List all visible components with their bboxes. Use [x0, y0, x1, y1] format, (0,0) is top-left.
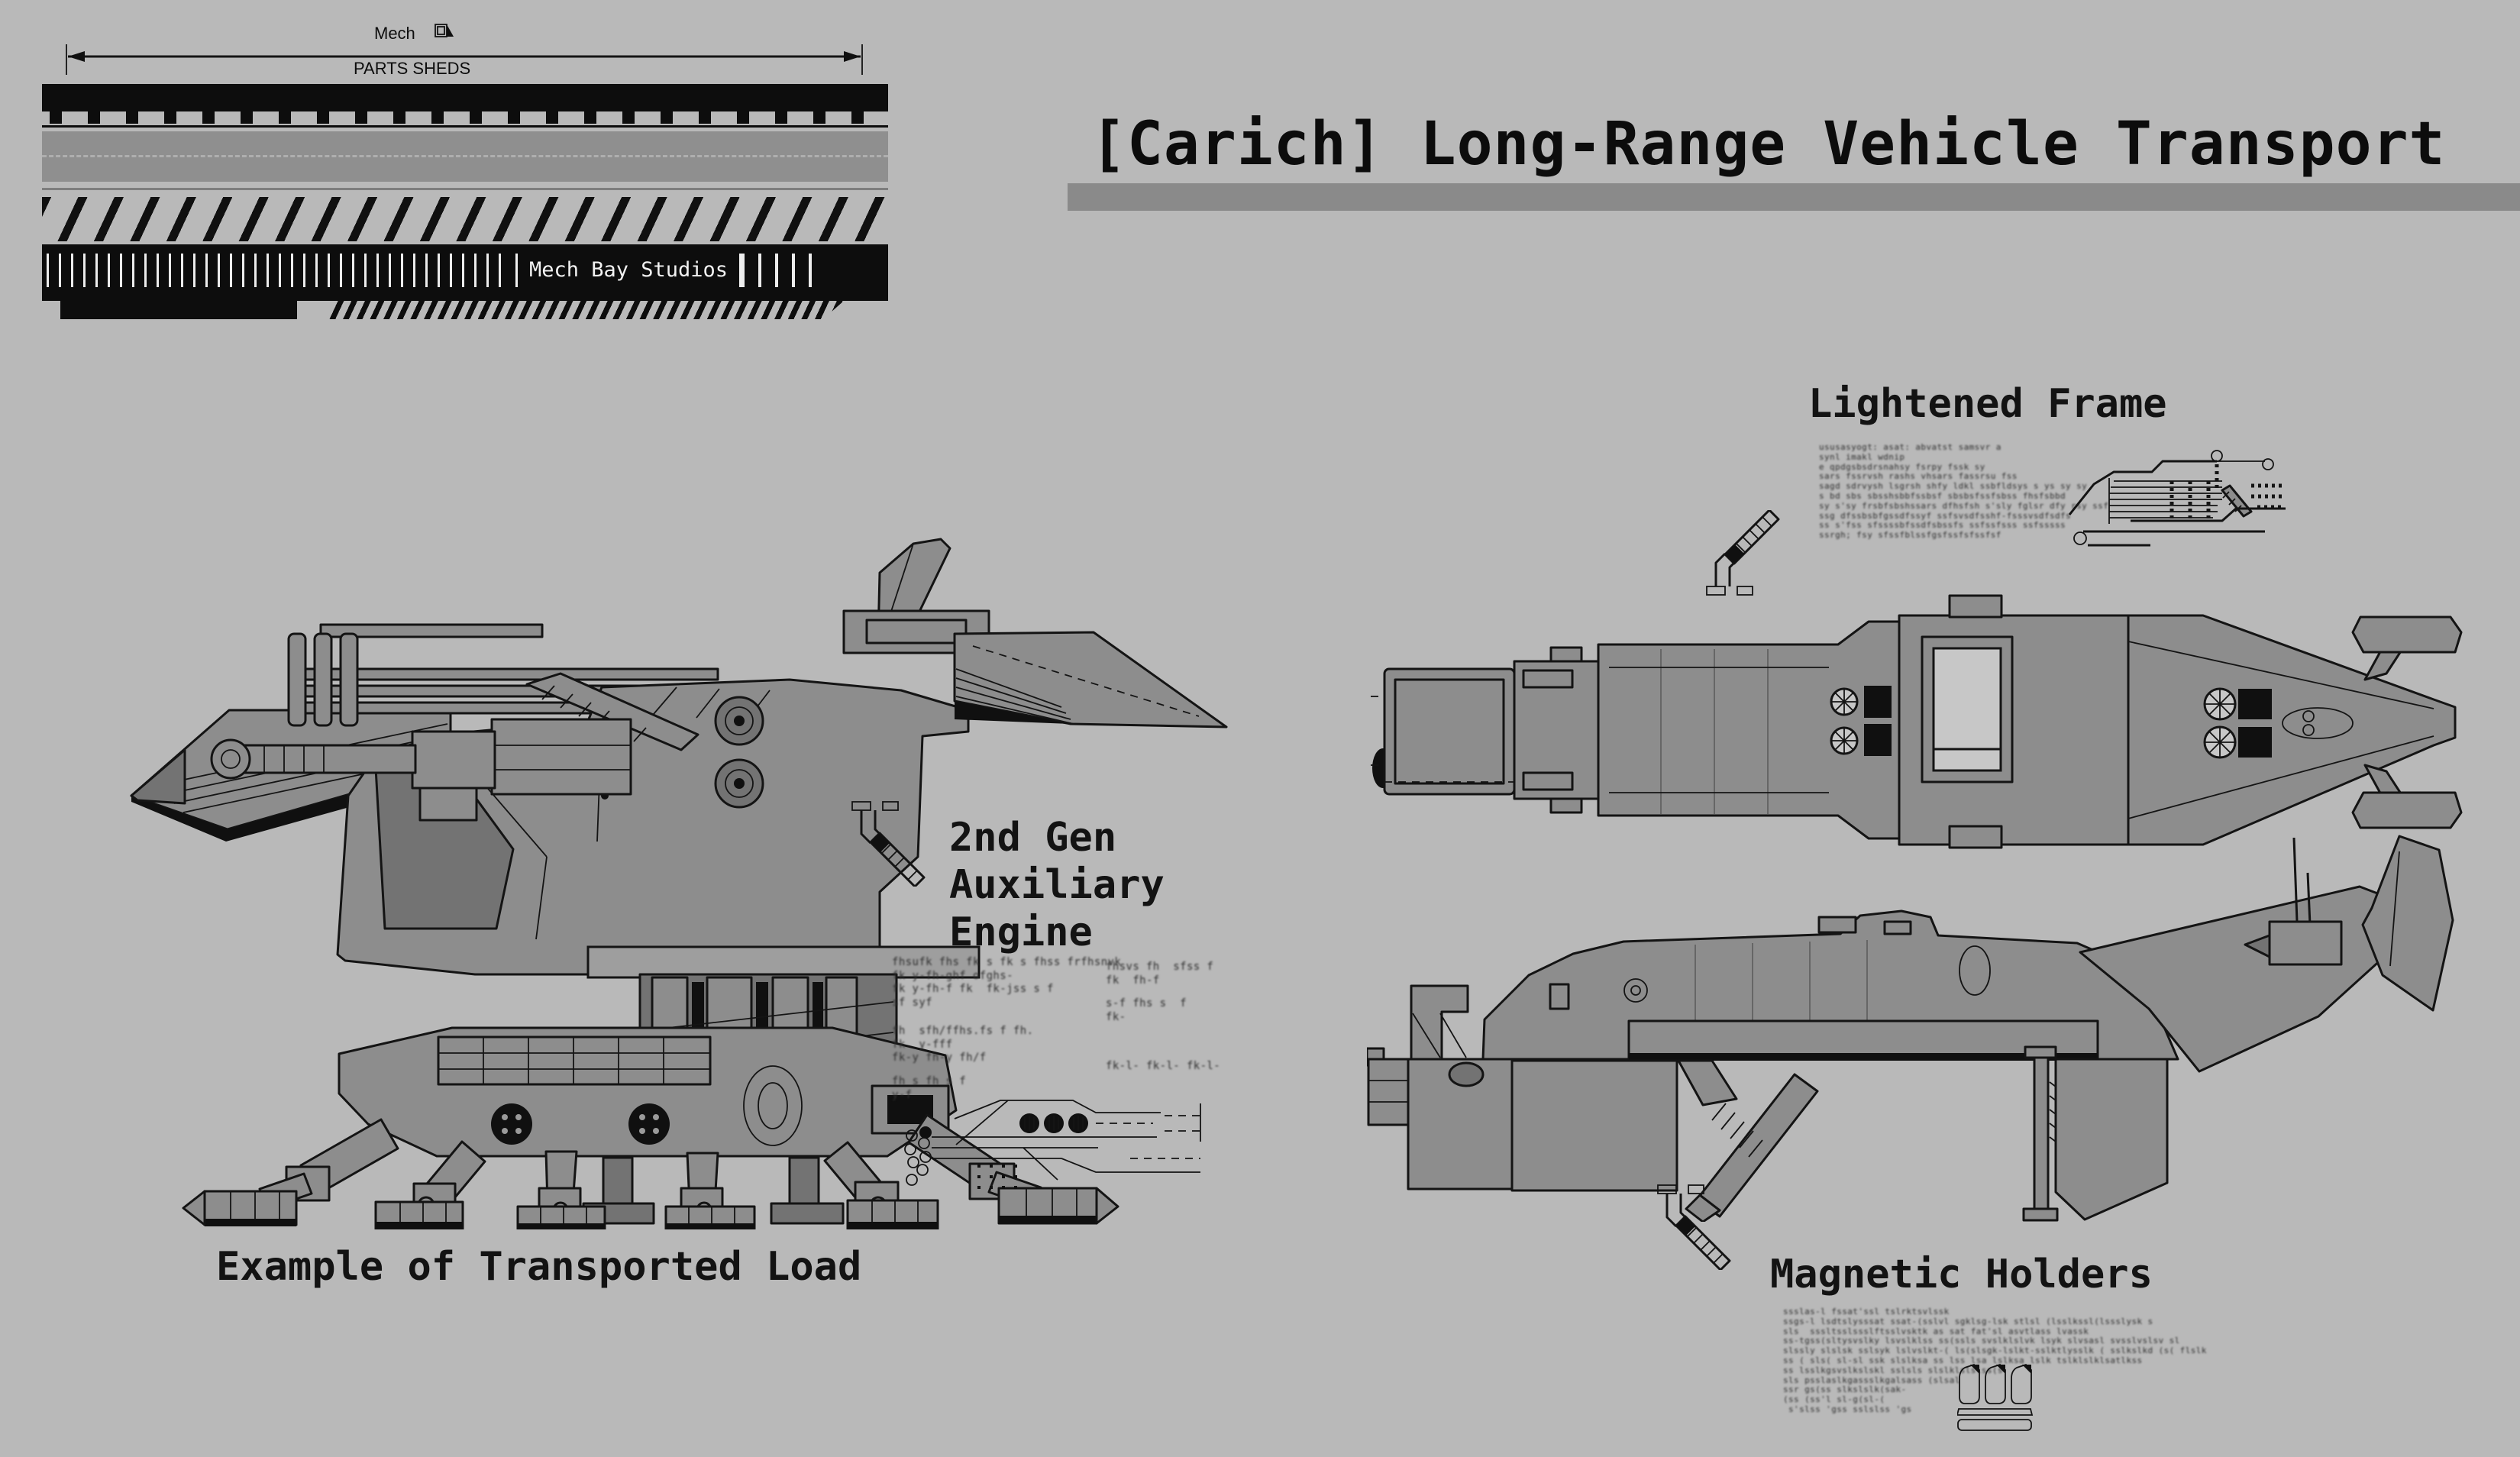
transport-mini-schematic — [904, 1100, 1201, 1189]
parts-shed-icon — [435, 24, 454, 37]
mech-leg — [907, 1113, 1119, 1225]
leader-arrow-icon — [851, 800, 926, 887]
banner-tooth-bar — [42, 84, 888, 111]
transport-top-view — [1371, 594, 2463, 849]
aux-engine-label: 2nd Gen Auxiliary Engine — [949, 815, 1165, 955]
leader-arrow-icon — [1656, 1184, 1731, 1270]
banner-hatch-row — [42, 197, 888, 241]
mech-caption: Example of Transported Load — [216, 1244, 862, 1290]
aux-spec-text: fk-l- fk-l- fk-l- — [1106, 1060, 1221, 1072]
page-title: [Carich] Long-Range Vehicle Transport — [1090, 110, 2446, 179]
studio-name-label: Mech Bay Studios — [515, 254, 741, 287]
mech-leg — [516, 1150, 606, 1229]
banner-teeth — [50, 111, 882, 124]
magnetic-holders-label: Magnetic Holders — [1770, 1252, 2153, 1297]
banner-mech-label: Mech — [374, 24, 415, 43]
transport-side-view — [1367, 835, 2454, 1222]
mech-leg — [374, 1140, 486, 1229]
title-underline-bar — [1068, 183, 2520, 211]
leader-arrow-icon — [1705, 510, 1780, 596]
lightened-frame-label: Lightened Frame — [1808, 381, 2167, 427]
mech-leg — [664, 1152, 756, 1229]
banner-taper-hatch — [325, 301, 844, 319]
banner-barcode-bar: Mech Bay Studios — [42, 250, 888, 290]
studio-banner: Mech PARTS SHEDS Mech Bay Studios — [42, 17, 888, 322]
dimension-line — [66, 44, 863, 75]
mech-leg — [823, 1141, 939, 1229]
magnet-holder-icon — [1957, 1363, 2034, 1431]
mech-leg — [182, 1118, 399, 1226]
mech-illustration — [130, 538, 1228, 1229]
lightened-frame-schematic — [2068, 450, 2286, 547]
banner-parts-sheds-label: PARTS SHEDS — [346, 60, 479, 78]
barcode-stripes — [47, 254, 505, 287]
banner-gray-band — [42, 131, 888, 182]
